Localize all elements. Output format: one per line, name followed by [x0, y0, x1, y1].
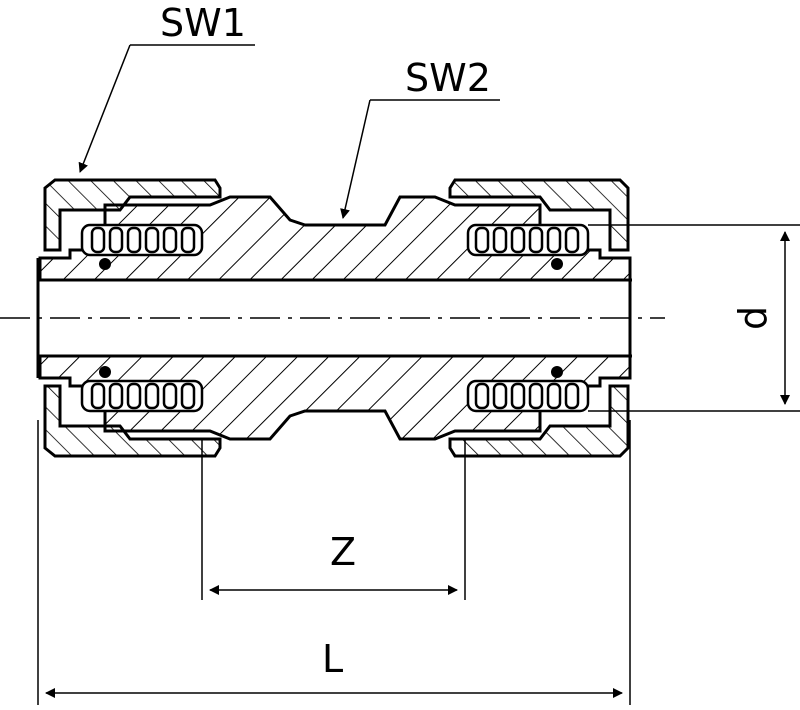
upper-body	[38, 178, 632, 282]
sw2-label: SW2	[405, 56, 491, 100]
lower-body	[38, 354, 632, 458]
sw1-leader	[78, 44, 255, 173]
sw1-label: SW1	[160, 1, 246, 45]
dimension-l	[37, 420, 631, 705]
d-label: d	[731, 306, 775, 330]
l-label: L	[322, 637, 343, 681]
z-label: Z	[330, 530, 356, 574]
dimension-z	[201, 440, 466, 600]
dimension-d	[588, 224, 800, 412]
sw2-leader	[340, 99, 500, 219]
